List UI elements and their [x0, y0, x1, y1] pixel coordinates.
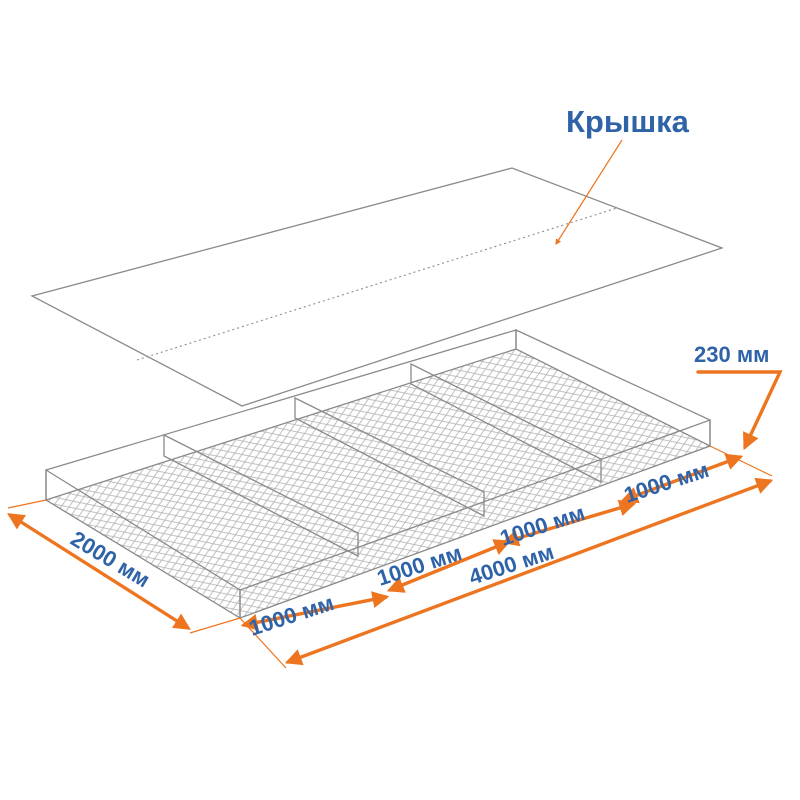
lid-seam-line: [136, 207, 618, 361]
dimension-lines: [7, 139, 783, 669]
height-label: 230 мм: [694, 342, 769, 367]
lid-label: Крышка: [566, 104, 690, 139]
length-arrow: [284, 477, 774, 666]
lid-panel: [30, 167, 724, 407]
section-arrow-2: [386, 539, 512, 593]
height-leader-arrow: [696, 370, 783, 451]
width-arrow: [7, 513, 191, 630]
section-arrow-4: [620, 453, 744, 504]
section-arrow-1: [240, 591, 390, 631]
section-arrow-3: [501, 499, 637, 547]
lid-leader-arrow: [555, 139, 623, 246]
